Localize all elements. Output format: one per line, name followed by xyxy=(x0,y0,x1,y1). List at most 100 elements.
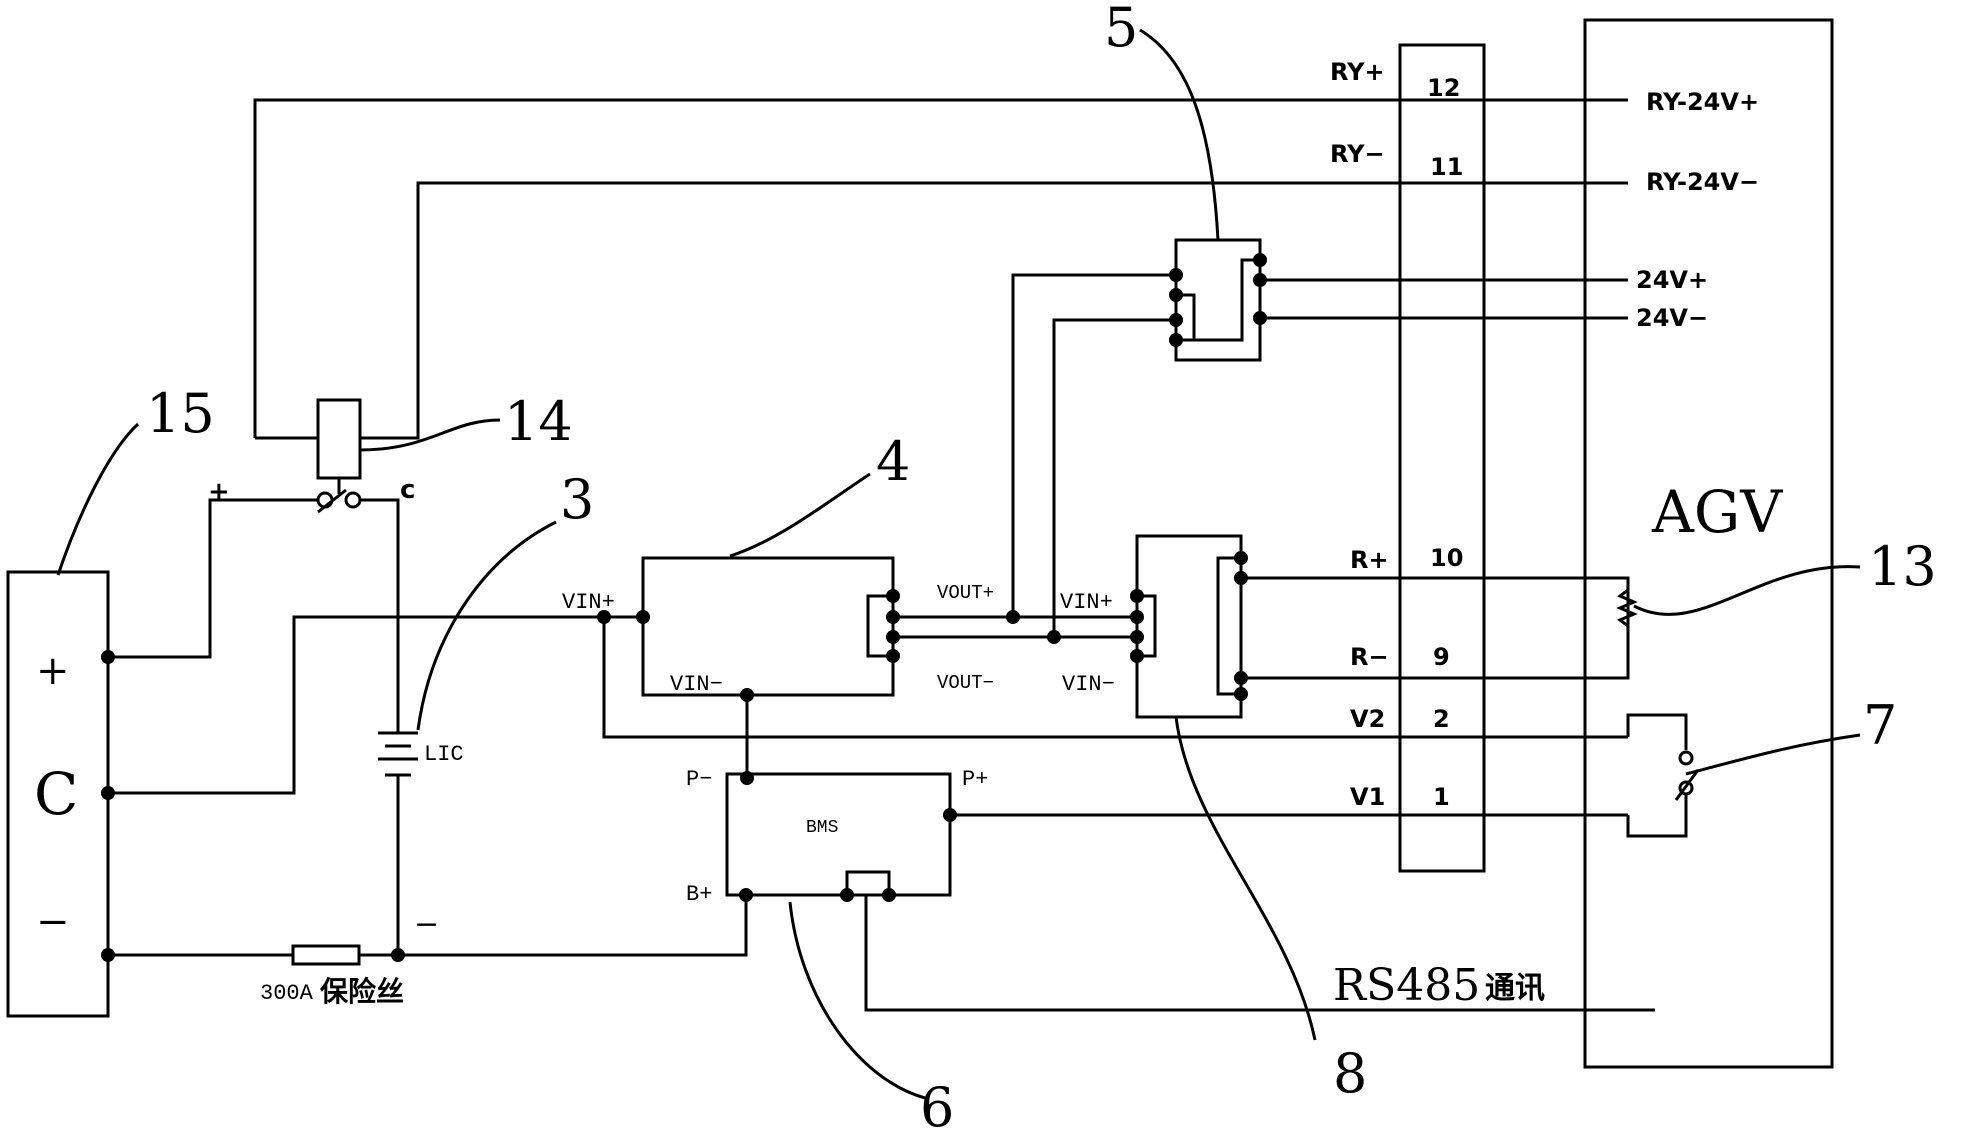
callout-15: 15 xyxy=(146,382,215,445)
dot xyxy=(1130,649,1144,663)
agv-24v-minus-label: 24V− xyxy=(1636,304,1708,332)
relay-coil xyxy=(318,400,360,478)
wire-vout-to-5a xyxy=(1013,275,1176,617)
dot xyxy=(740,688,754,702)
bms-box xyxy=(727,774,950,895)
dot xyxy=(886,649,900,663)
dot xyxy=(886,610,900,624)
switch-7-contact-top xyxy=(1680,752,1692,764)
agv-24v-plus-label: 24V+ xyxy=(1636,266,1708,294)
vin-minus-label: VIN− xyxy=(670,672,723,697)
bms-label: BMS xyxy=(806,818,838,838)
term-10-label: 10 xyxy=(1430,544,1463,572)
callout-5: 5 xyxy=(1104,0,1138,59)
dot xyxy=(1169,268,1183,282)
leader-5 xyxy=(1140,30,1218,240)
dot xyxy=(1130,630,1144,644)
module-5-box xyxy=(1176,240,1260,360)
dot xyxy=(636,610,650,624)
battery-minus-label: − xyxy=(36,899,70,945)
dot xyxy=(1253,253,1267,267)
term-12-label: 12 xyxy=(1427,74,1460,102)
callout-8: 8 xyxy=(1333,1042,1367,1105)
dot xyxy=(1253,273,1267,287)
dot xyxy=(1047,630,1061,644)
term-2-label: 2 xyxy=(1433,705,1450,733)
module-5-out-bracket xyxy=(1194,260,1260,340)
dot xyxy=(1234,671,1248,685)
term-v2-label: V2 xyxy=(1350,705,1385,733)
b-plus-label: B+ xyxy=(686,882,712,907)
dot xyxy=(1169,313,1183,327)
leader-7 xyxy=(1686,735,1860,774)
callout-14: 14 xyxy=(504,390,573,453)
agv-label: AGV xyxy=(1651,478,1783,546)
dot xyxy=(1253,311,1267,325)
wire-pack-c-vin xyxy=(108,617,643,793)
dot xyxy=(1169,288,1183,302)
battery-name-label: C xyxy=(34,760,78,828)
leader-8 xyxy=(1176,717,1315,1040)
dot xyxy=(886,589,900,603)
leader-4 xyxy=(730,474,870,556)
term-ry-plus-label: RY+ xyxy=(1330,58,1385,86)
term-9-label: 9 xyxy=(1433,643,1450,671)
dot xyxy=(882,888,896,902)
dot xyxy=(101,650,115,664)
dot xyxy=(1006,610,1020,624)
leader-3 xyxy=(418,522,556,730)
term-1-label: 1 xyxy=(1433,783,1450,811)
rs485-cn-label: 通讯 xyxy=(1485,971,1545,1006)
leader-14 xyxy=(360,420,500,450)
dot xyxy=(101,948,115,962)
p-plus-label: P+ xyxy=(962,767,988,792)
dot xyxy=(943,808,957,822)
term-r-minus-label: R− xyxy=(1350,643,1389,671)
leader-15 xyxy=(58,424,138,575)
dot xyxy=(740,771,754,785)
module-8-box xyxy=(1137,536,1241,717)
lic-label: LIC xyxy=(424,742,464,767)
dot xyxy=(391,948,405,962)
rs485-label: RS485 xyxy=(1333,960,1480,1011)
fuse-cn-label: 保险丝 xyxy=(320,975,404,1008)
leader-13 xyxy=(1634,567,1860,615)
callout-7: 7 xyxy=(1863,694,1897,757)
dot xyxy=(840,888,854,902)
dot xyxy=(1130,610,1144,624)
vin-plus-8-label: VIN+ xyxy=(1060,590,1113,615)
callout-13: 13 xyxy=(1868,535,1937,598)
callout-3: 3 xyxy=(560,468,594,531)
dot xyxy=(101,786,115,800)
dcdc-4-out-bracket xyxy=(868,596,893,656)
agv-ry-24v-minus-label: RY-24V− xyxy=(1646,168,1759,196)
leader-6 xyxy=(790,902,925,1098)
agv-ry-24v-plus-label: RY-24V+ xyxy=(1646,88,1759,116)
p-minus-label: P− xyxy=(686,767,712,792)
dot xyxy=(597,610,611,624)
relay-plus-label: + xyxy=(208,477,230,507)
vin-minus-8-label: VIN− xyxy=(1062,672,1115,697)
dot xyxy=(739,888,753,902)
dot xyxy=(1234,571,1248,585)
fuse-rating-label: 300A xyxy=(260,981,314,1006)
callout-6: 6 xyxy=(920,1076,954,1131)
vout-minus-label: VOUT− xyxy=(937,672,994,694)
dot xyxy=(1234,551,1248,565)
bms-rs485-port xyxy=(847,872,889,895)
dot xyxy=(1130,589,1144,603)
dot xyxy=(1234,687,1248,701)
lic-minus-label: − xyxy=(414,907,439,942)
fuse-body xyxy=(293,946,359,964)
dot xyxy=(886,630,900,644)
wire-pack-plus xyxy=(108,500,318,657)
callout-4: 4 xyxy=(876,430,910,493)
vout-plus-label: VOUT+ xyxy=(937,582,994,604)
battery-plus-label: + xyxy=(36,648,70,694)
wire-ry-plus xyxy=(255,100,1628,438)
term-r-plus-label: R+ xyxy=(1350,546,1389,574)
relay-c-label: c xyxy=(400,475,415,505)
switch-7-top xyxy=(1628,715,1686,750)
